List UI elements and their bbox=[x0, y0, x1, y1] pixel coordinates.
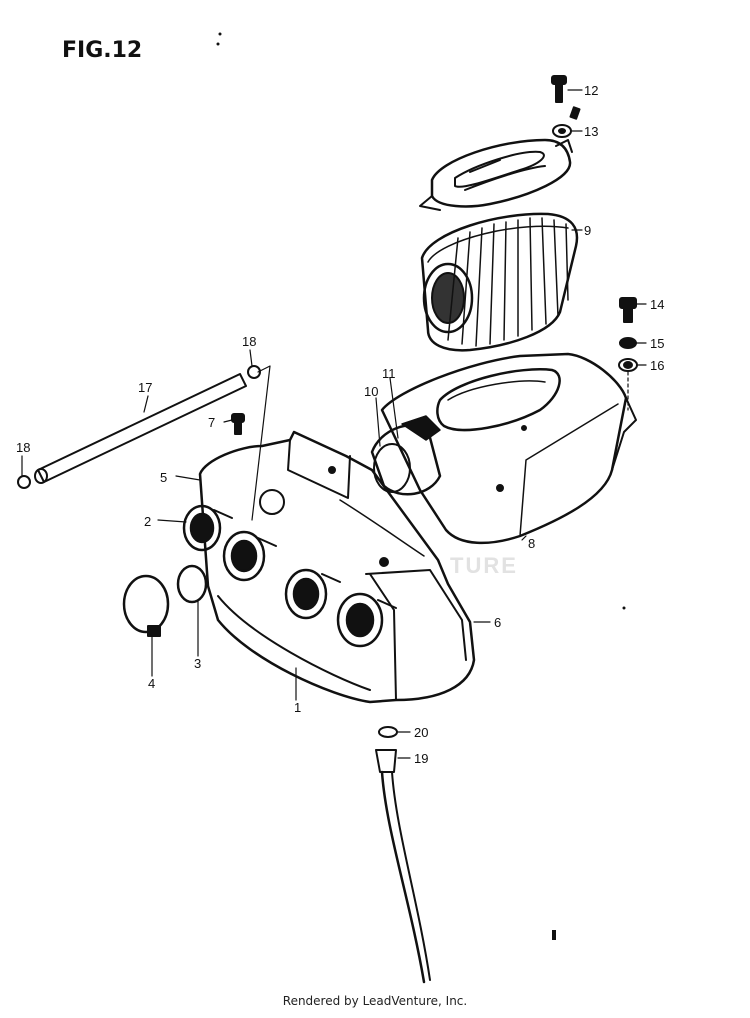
callout-6: 6 bbox=[494, 615, 501, 630]
part-19-drain-tube bbox=[375, 749, 431, 984]
callout-11: 11 bbox=[382, 366, 396, 381]
watermark: TURE bbox=[450, 553, 518, 578]
callout-2: 2 bbox=[144, 514, 151, 529]
part-14-bolt bbox=[619, 297, 637, 323]
callout-8: 8 bbox=[528, 536, 535, 551]
callout-5: 5 bbox=[160, 470, 167, 485]
scan-specks bbox=[216, 32, 626, 940]
part-4-hose-clamp bbox=[122, 574, 170, 637]
callout-20: 20 bbox=[414, 725, 428, 740]
part-8-air-cleaner-case bbox=[380, 352, 637, 545]
part-18-clip-left bbox=[17, 475, 31, 489]
filter-cover-plate bbox=[419, 138, 573, 211]
leader-lines bbox=[21, 89, 647, 759]
callout-19: 19 bbox=[414, 751, 428, 766]
part-15-grommet bbox=[619, 337, 637, 349]
part-1-intake-box bbox=[198, 430, 476, 704]
callout-14: 14 bbox=[650, 297, 664, 312]
callout-10: 10 bbox=[364, 384, 378, 399]
part-12-screw bbox=[551, 75, 567, 103]
callout-1: 1 bbox=[294, 700, 301, 715]
render-credit: Rendered by LeadVenture, Inc. bbox=[282, 994, 468, 1008]
part-10-11-connector-clamp bbox=[370, 415, 442, 496]
part-17-breather-tube bbox=[34, 373, 247, 484]
part-3-ring bbox=[176, 564, 208, 604]
callout-9: 9 bbox=[584, 223, 591, 238]
part-9-air-filter bbox=[420, 212, 579, 352]
callout-labels: 12 13 9 14 15 16 11 10 18 17 7 18 5 2 8 … bbox=[16, 83, 664, 766]
callout-3: 3 bbox=[194, 656, 201, 671]
callout-7: 7 bbox=[208, 415, 215, 430]
callout-16: 16 bbox=[650, 358, 664, 373]
part-7-screw bbox=[231, 413, 245, 435]
part-13-washer bbox=[552, 106, 581, 138]
callout-12: 12 bbox=[584, 83, 598, 98]
callout-4: 4 bbox=[148, 676, 155, 691]
part-18-clip-top bbox=[247, 365, 271, 521]
callout-15: 15 bbox=[650, 336, 664, 351]
intake-boots bbox=[182, 504, 397, 648]
part-20-plug bbox=[378, 726, 398, 738]
figure-title: FIG.12 bbox=[62, 38, 143, 63]
callout-18-left: 18 bbox=[16, 440, 30, 455]
callout-18-top: 18 bbox=[242, 334, 256, 349]
callout-17: 17 bbox=[138, 380, 152, 395]
callout-13: 13 bbox=[584, 124, 598, 139]
